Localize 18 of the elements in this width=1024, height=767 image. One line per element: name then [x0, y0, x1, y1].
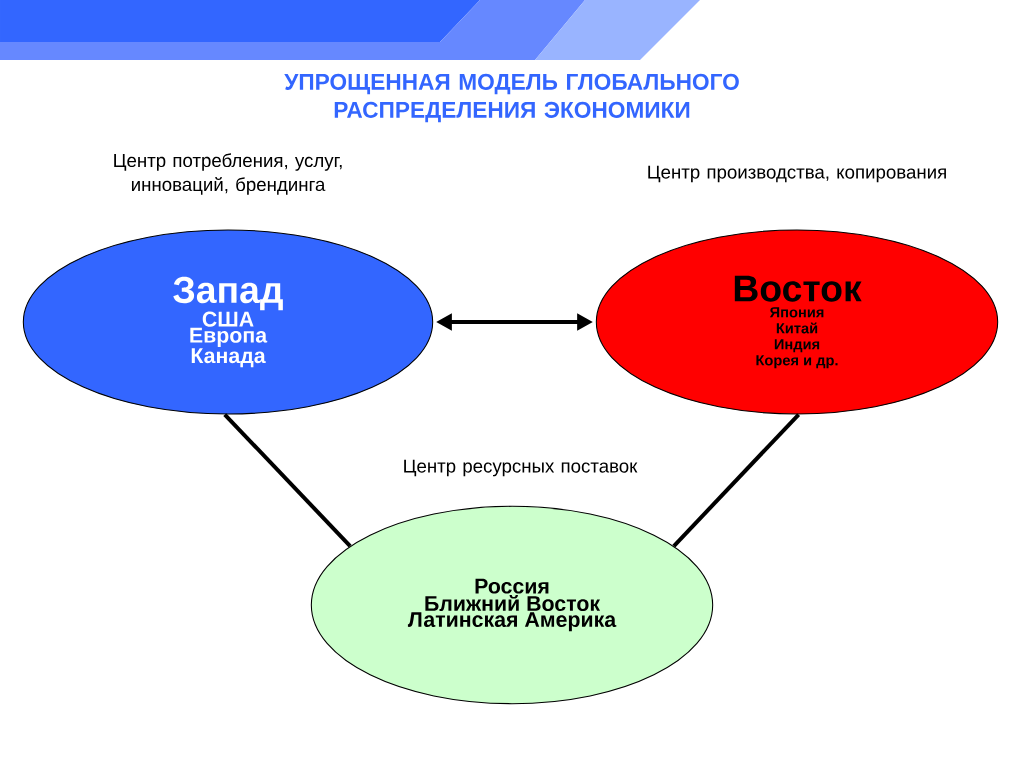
ellipse-node: Россия Ближний Восток Латинская Америка	[310, 505, 714, 705]
node-label: Канада	[191, 348, 266, 368]
node-label: Япония	[769, 307, 824, 318]
caption-text: Центр потребления, услуг, инноваций, брендинга	[114, 153, 342, 195]
ellipse-node: Восток Япония Китай Индия Корея и др.	[595, 229, 999, 415]
node-label: Европа	[190, 327, 268, 347]
caption-text: Центр производства, копирования	[648, 165, 946, 183]
connector	[672, 413, 801, 548]
node-label: Восток	[734, 275, 862, 302]
title: УПРОЩЕННАЯ МОДЕЛЬ ГЛОБАЛЬНОГО РАСПРЕДЕЛЕНИЯ ЭКОНОМИКИ	[284, 73, 739, 123]
node-label: США	[202, 311, 254, 327]
node-label: Индия	[774, 339, 820, 353]
node-label: Корея и др.	[756, 355, 838, 369]
ellipse-node: Запад США Европа Канада	[22, 229, 434, 415]
node-label: Запад	[173, 276, 283, 311]
connector	[223, 413, 352, 548]
caption-text: Центр ресурсных поставок	[404, 459, 638, 477]
node-label: Китай	[776, 322, 818, 334]
